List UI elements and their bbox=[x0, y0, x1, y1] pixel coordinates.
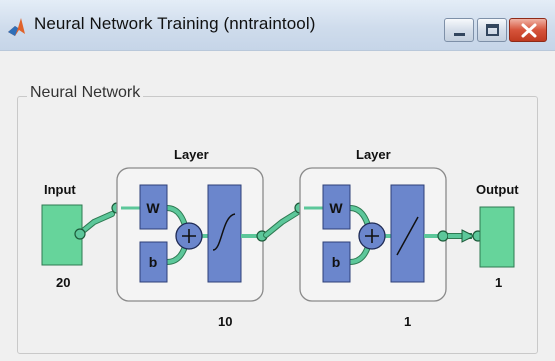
layer2-title: Layer bbox=[356, 147, 391, 162]
layer2-weight-label: W bbox=[329, 200, 343, 216]
layer1-title: Layer bbox=[174, 147, 209, 162]
layer1-weight-block bbox=[139, 184, 168, 230]
layer2-weight-block bbox=[322, 184, 351, 230]
input-size-label: 20 bbox=[56, 275, 71, 290]
window-title: Neural Network Training (nntraintool) bbox=[34, 14, 316, 33]
maximize-button[interactable] bbox=[477, 18, 507, 42]
layer1-transfer-block bbox=[207, 184, 242, 283]
output-size-label: 1 bbox=[495, 275, 503, 290]
output-block bbox=[479, 206, 515, 268]
layer1-weight-label: W bbox=[146, 200, 160, 216]
layer2-transfer-block bbox=[390, 184, 425, 283]
layer2-bias-label: b bbox=[332, 254, 341, 270]
minimize-icon bbox=[454, 33, 465, 36]
panel-title: Neural Network bbox=[27, 84, 144, 102]
neural-network-panel bbox=[17, 96, 538, 354]
minimize-button[interactable] bbox=[444, 18, 474, 42]
layer1-bias-label: b bbox=[149, 254, 158, 270]
output-label: Output bbox=[476, 182, 519, 197]
matlab-logo-icon bbox=[8, 18, 25, 36]
title-bar[interactable]: Neural Network Training (nntraintool) bbox=[0, 0, 555, 51]
input-node-icon bbox=[74, 228, 86, 240]
layer2-output-node-icon bbox=[437, 230, 449, 242]
close-icon bbox=[521, 23, 537, 38]
layer2-size-label: 1 bbox=[404, 314, 412, 329]
sigmoid-transfer-icon bbox=[212, 213, 236, 251]
output-arrow-icon bbox=[461, 229, 476, 243]
input-label: Input bbox=[44, 182, 76, 197]
layer1-bias-block bbox=[139, 241, 168, 283]
close-button[interactable] bbox=[509, 18, 547, 42]
layer1-size-label: 10 bbox=[218, 314, 233, 329]
layer2-bias-block bbox=[322, 241, 351, 283]
maximize-icon bbox=[486, 24, 499, 36]
linear-transfer-icon bbox=[396, 216, 419, 256]
